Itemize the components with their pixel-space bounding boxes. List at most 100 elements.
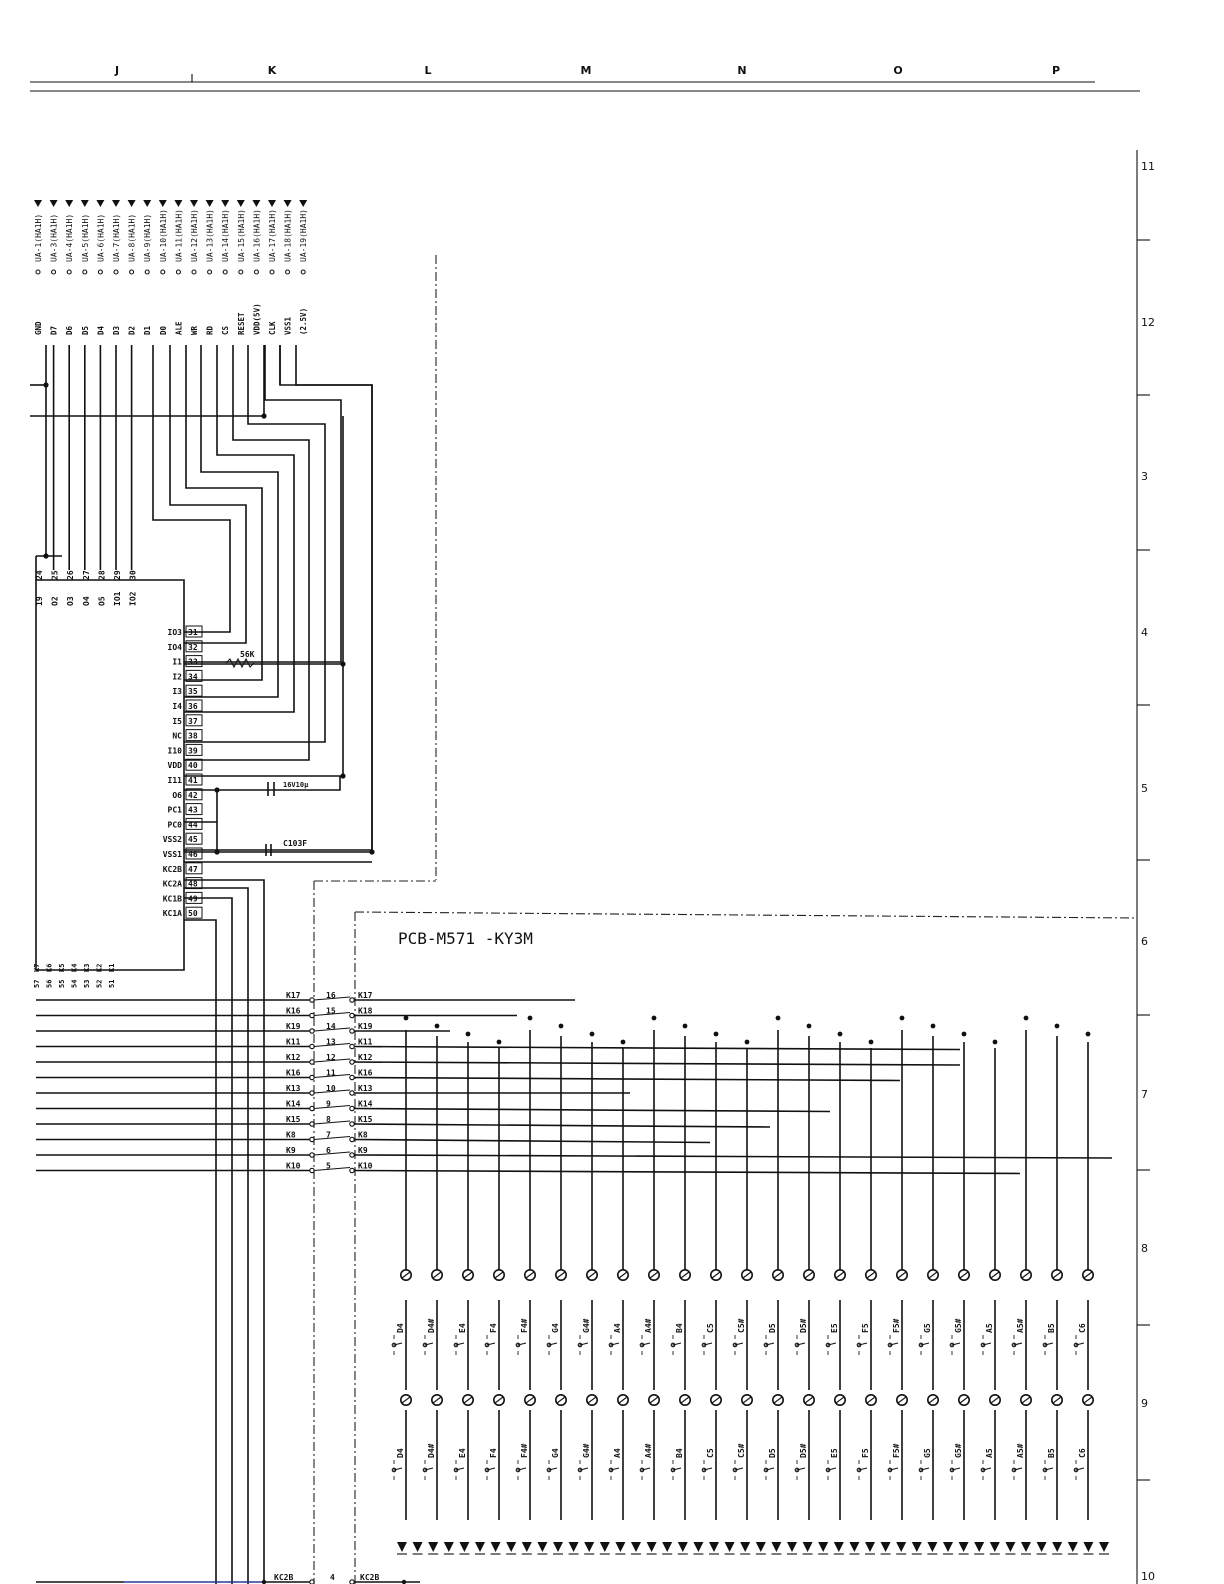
ic-top-pin-num: 30 bbox=[129, 570, 138, 580]
ic-pin-name: O6 bbox=[172, 791, 182, 800]
k-jumper bbox=[313, 1042, 351, 1048]
k-pin bbox=[349, 1028, 355, 1034]
key-contact-stroke bbox=[1021, 1396, 1031, 1404]
capacitor-c103f: C103F bbox=[265, 839, 307, 856]
ic-pin-box bbox=[185, 877, 203, 890]
junction-dot bbox=[837, 1031, 843, 1037]
junction-dot bbox=[992, 1039, 998, 1045]
key-contact-icon bbox=[957, 1394, 970, 1407]
ic-pin-name: I5 bbox=[172, 717, 182, 726]
key-contact-icon bbox=[399, 1269, 412, 1282]
column-label-K: K bbox=[268, 64, 277, 77]
junction-dot bbox=[620, 1039, 626, 1045]
ic-bottom-pin-name: K6 bbox=[46, 964, 54, 972]
diode-icon bbox=[943, 1542, 953, 1552]
ic-pin-num: 44 bbox=[188, 820, 198, 829]
top-connector: UA-1(HA1H)UA-3(HA1H)UA-4(HA1H)UA-5(HA1H)… bbox=[34, 200, 308, 335]
ic-pin-box bbox=[185, 803, 203, 816]
k-num: 15 bbox=[326, 1007, 336, 1016]
k-num: 9 bbox=[326, 1100, 331, 1109]
connector-pin bbox=[144, 269, 150, 275]
signal-wire-5 bbox=[184, 345, 310, 761]
key-contact-icon bbox=[771, 1394, 784, 1407]
k-pin bbox=[349, 1043, 355, 1050]
k-num: 12 bbox=[326, 1053, 336, 1062]
ic-pin-name: I10 bbox=[168, 746, 183, 755]
key-contact-icon bbox=[864, 1269, 877, 1282]
diode-icon bbox=[911, 1542, 922, 1552]
key-contact-icon bbox=[616, 1394, 629, 1407]
k-jumper bbox=[313, 1120, 351, 1125]
k-pin bbox=[309, 1074, 315, 1081]
key-label-upper: F5 bbox=[861, 1323, 870, 1333]
k-jumper bbox=[313, 996, 351, 1001]
diode-icon bbox=[974, 1542, 985, 1552]
diode-icon bbox=[709, 1542, 719, 1552]
connector-label: UA-5(HA1H) bbox=[81, 214, 90, 262]
key-contact-stroke bbox=[897, 1396, 907, 1404]
junction-dot bbox=[651, 1015, 657, 1021]
connector-diode-icon bbox=[34, 200, 42, 207]
key-label-upper: F4 bbox=[489, 1323, 498, 1333]
connector-pin bbox=[285, 269, 291, 275]
k-pin bbox=[309, 1059, 315, 1065]
column-label-N: N bbox=[737, 64, 746, 77]
bottom-conn-left: KC2B bbox=[274, 1573, 293, 1582]
kc1b-wire bbox=[184, 897, 233, 1584]
key-contact-icon bbox=[740, 1269, 753, 1282]
diode-icon bbox=[568, 1542, 579, 1552]
ic-pin-name: KC2B bbox=[163, 865, 182, 874]
key-label-lower: F4# bbox=[520, 1443, 529, 1458]
ic-pin-num: 47 bbox=[188, 865, 198, 874]
junction-dot bbox=[465, 1031, 471, 1037]
junction-dot bbox=[1085, 1031, 1091, 1037]
key-contact-icon bbox=[988, 1394, 1001, 1407]
diode-icon bbox=[833, 1542, 844, 1552]
key-label-upper: E5 bbox=[830, 1323, 839, 1333]
ic-pin-num: 33 bbox=[188, 658, 198, 667]
key-contact-stroke bbox=[432, 1396, 442, 1404]
ic-pin-box bbox=[185, 699, 203, 712]
key-label-lower: F4 bbox=[489, 1448, 498, 1458]
k-right-label: K8 bbox=[358, 1131, 368, 1140]
signal-label: VSS1 bbox=[284, 316, 293, 335]
key-label-lower: C5 bbox=[706, 1448, 715, 1458]
ic-pin-box bbox=[185, 684, 203, 697]
signal-label: (2.5V) bbox=[299, 308, 308, 335]
signal-wire-3 bbox=[184, 345, 279, 698]
key-label-upper: D5# bbox=[799, 1318, 808, 1333]
diode-icon bbox=[880, 1542, 891, 1552]
column-label-O: O bbox=[893, 64, 902, 77]
key-contact-stroke bbox=[773, 1396, 783, 1404]
signal-label: D7 bbox=[50, 326, 59, 335]
ic-top-pin-num: 27 bbox=[82, 570, 91, 580]
ic-pin-box bbox=[185, 906, 203, 919]
diode-icon bbox=[1099, 1542, 1109, 1552]
key-contact-stroke bbox=[525, 1271, 535, 1279]
signal-wire-4 bbox=[184, 345, 295, 713]
junction-dot bbox=[806, 1023, 812, 1029]
ic-bottom-pin-num: 54 bbox=[71, 980, 79, 988]
diode-icon bbox=[537, 1542, 548, 1552]
ic-pin-box bbox=[185, 743, 203, 756]
key-label-lower: A5# bbox=[1016, 1443, 1025, 1458]
key-label-lower: F5 bbox=[861, 1448, 870, 1458]
column-label-M: M bbox=[581, 64, 592, 77]
ic-top-pin-name: IO1 bbox=[113, 591, 122, 606]
k-pin bbox=[349, 1121, 355, 1127]
connector-diode-icon bbox=[268, 200, 276, 207]
ic-pin-num: 46 bbox=[188, 850, 198, 859]
ic-pin-box bbox=[185, 640, 203, 653]
key-contact-icon bbox=[957, 1269, 970, 1282]
signal-label: VDD(5V) bbox=[252, 303, 261, 335]
key-contact-icon bbox=[678, 1269, 691, 1282]
ic-pin-num: 32 bbox=[188, 643, 198, 652]
connector-pin bbox=[269, 269, 275, 275]
key-contact-icon bbox=[740, 1394, 753, 1407]
junction-dot bbox=[744, 1039, 750, 1045]
k-left-label: K15 bbox=[286, 1115, 301, 1124]
connector-label: UA-7(HA1H) bbox=[112, 214, 121, 262]
key-contact-stroke bbox=[401, 1271, 411, 1279]
